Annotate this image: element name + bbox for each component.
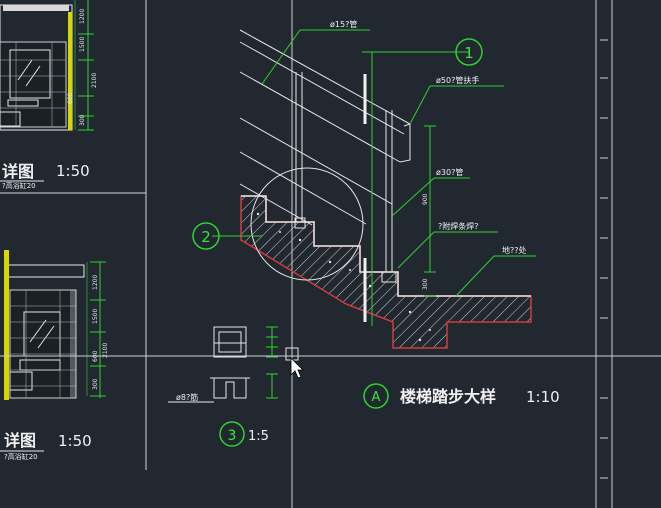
top-dim-2: 1500 bbox=[79, 37, 86, 52]
section-marker-a-label: A bbox=[372, 390, 381, 405]
reference-lines bbox=[212, 29, 536, 326]
detail-marker-3-num: 3 bbox=[228, 428, 237, 444]
section-marker-2-label: 2 bbox=[201, 228, 211, 246]
top-dim-4: 600 bbox=[67, 92, 74, 104]
detail-3-scale: 1:5 bbox=[248, 429, 269, 444]
top-dim-1: 1200 bbox=[79, 9, 86, 24]
detail-marker-3: 3 bbox=[219, 421, 245, 447]
callout-embedded: ?附焊条焊? bbox=[438, 221, 479, 231]
top-detail-note: ?高浴缸20 bbox=[2, 181, 36, 190]
bottom-detail-title: 详图 bbox=[4, 431, 36, 450]
dim-rail-height: 900 bbox=[422, 193, 429, 205]
detail-circle-2 bbox=[250, 167, 364, 281]
detail-3-bracket bbox=[168, 326, 250, 403]
top-detail-title: 详图 bbox=[2, 162, 34, 181]
section-marker-1: 1 bbox=[455, 38, 483, 66]
section-marker-1-label: 1 bbox=[464, 44, 474, 62]
callout-handrail: ø50?管扶手 bbox=[436, 75, 479, 85]
bottom-dim-1: 1200 bbox=[92, 275, 99, 290]
bottom-detail-scale: 1:50 bbox=[58, 432, 92, 450]
section-title-marker-a: A bbox=[363, 383, 389, 409]
left-panel-frame bbox=[0, 0, 147, 470]
bottom-detail-note: ?高浴缸20 bbox=[4, 452, 38, 461]
bathroom-elevation-bottom: 1200 1500 2100 600 300 bbox=[4, 250, 109, 400]
bottom-dim-3: 2100 bbox=[102, 343, 109, 358]
bottom-dim-5: 300 bbox=[92, 378, 99, 390]
dim-post-offset: 300 bbox=[422, 278, 429, 290]
section-title: 楼梯踏步大样 bbox=[400, 387, 496, 406]
callout-rebar: ø8?筋 bbox=[176, 392, 198, 402]
callout-pipe15: ø15?管 bbox=[330, 19, 357, 29]
callout-ground: 地??处 bbox=[502, 245, 527, 255]
right-ruler bbox=[595, 0, 613, 508]
top-dim-5: 300 bbox=[79, 114, 86, 126]
top-detail-scale: 1:50 bbox=[56, 162, 90, 180]
mouse-pointer-icon bbox=[290, 357, 304, 379]
section-marker-2: 2 bbox=[192, 222, 220, 250]
bottom-dim-2: 1500 bbox=[92, 309, 99, 324]
callout-pipe30: ø30?管 bbox=[436, 167, 463, 177]
detail-3-dims bbox=[266, 326, 278, 399]
bathroom-elevation-top: 1200 1500 2100 600 300 bbox=[0, 0, 98, 131]
stair-railing bbox=[239, 29, 411, 283]
top-dim-3: 2100 bbox=[91, 73, 98, 88]
section-scale: 1:10 bbox=[526, 388, 560, 406]
